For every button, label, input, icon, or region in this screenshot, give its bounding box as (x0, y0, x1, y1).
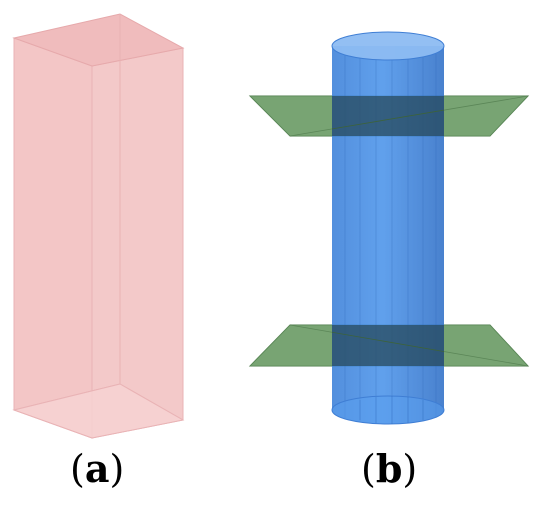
caption-b-open: ( (361, 447, 376, 491)
upper-plane-front-left (250, 96, 332, 136)
upper-intersection-band (332, 96, 444, 136)
caption-a: (a) (70, 447, 125, 491)
caption-b: (b) (361, 447, 418, 491)
prism-front-face (13, 37, 93, 439)
prism-right-face (91, 47, 184, 439)
lower-plane-front-right (444, 325, 528, 366)
upper-plane-front-right (444, 96, 528, 136)
prism-bottom-face (12, 383, 185, 439)
caption-a-letter: a (84, 446, 110, 491)
lower-plane-front-left (250, 325, 332, 366)
cylinder-bottom (331, 395, 445, 425)
rectangular-prism (12, 13, 185, 439)
caption-b-close: ) (402, 447, 418, 491)
prism-top-face (12, 13, 185, 67)
caption-a-close: ) (109, 447, 125, 491)
cylinder-with-planes (248, 31, 530, 425)
caption-a-open: ( (70, 447, 85, 491)
lower-intersection-band (332, 325, 444, 366)
cylinder-bottom-facets (359, 396, 424, 424)
cylinder-top (331, 31, 445, 61)
caption-b-letter: b (375, 446, 403, 491)
